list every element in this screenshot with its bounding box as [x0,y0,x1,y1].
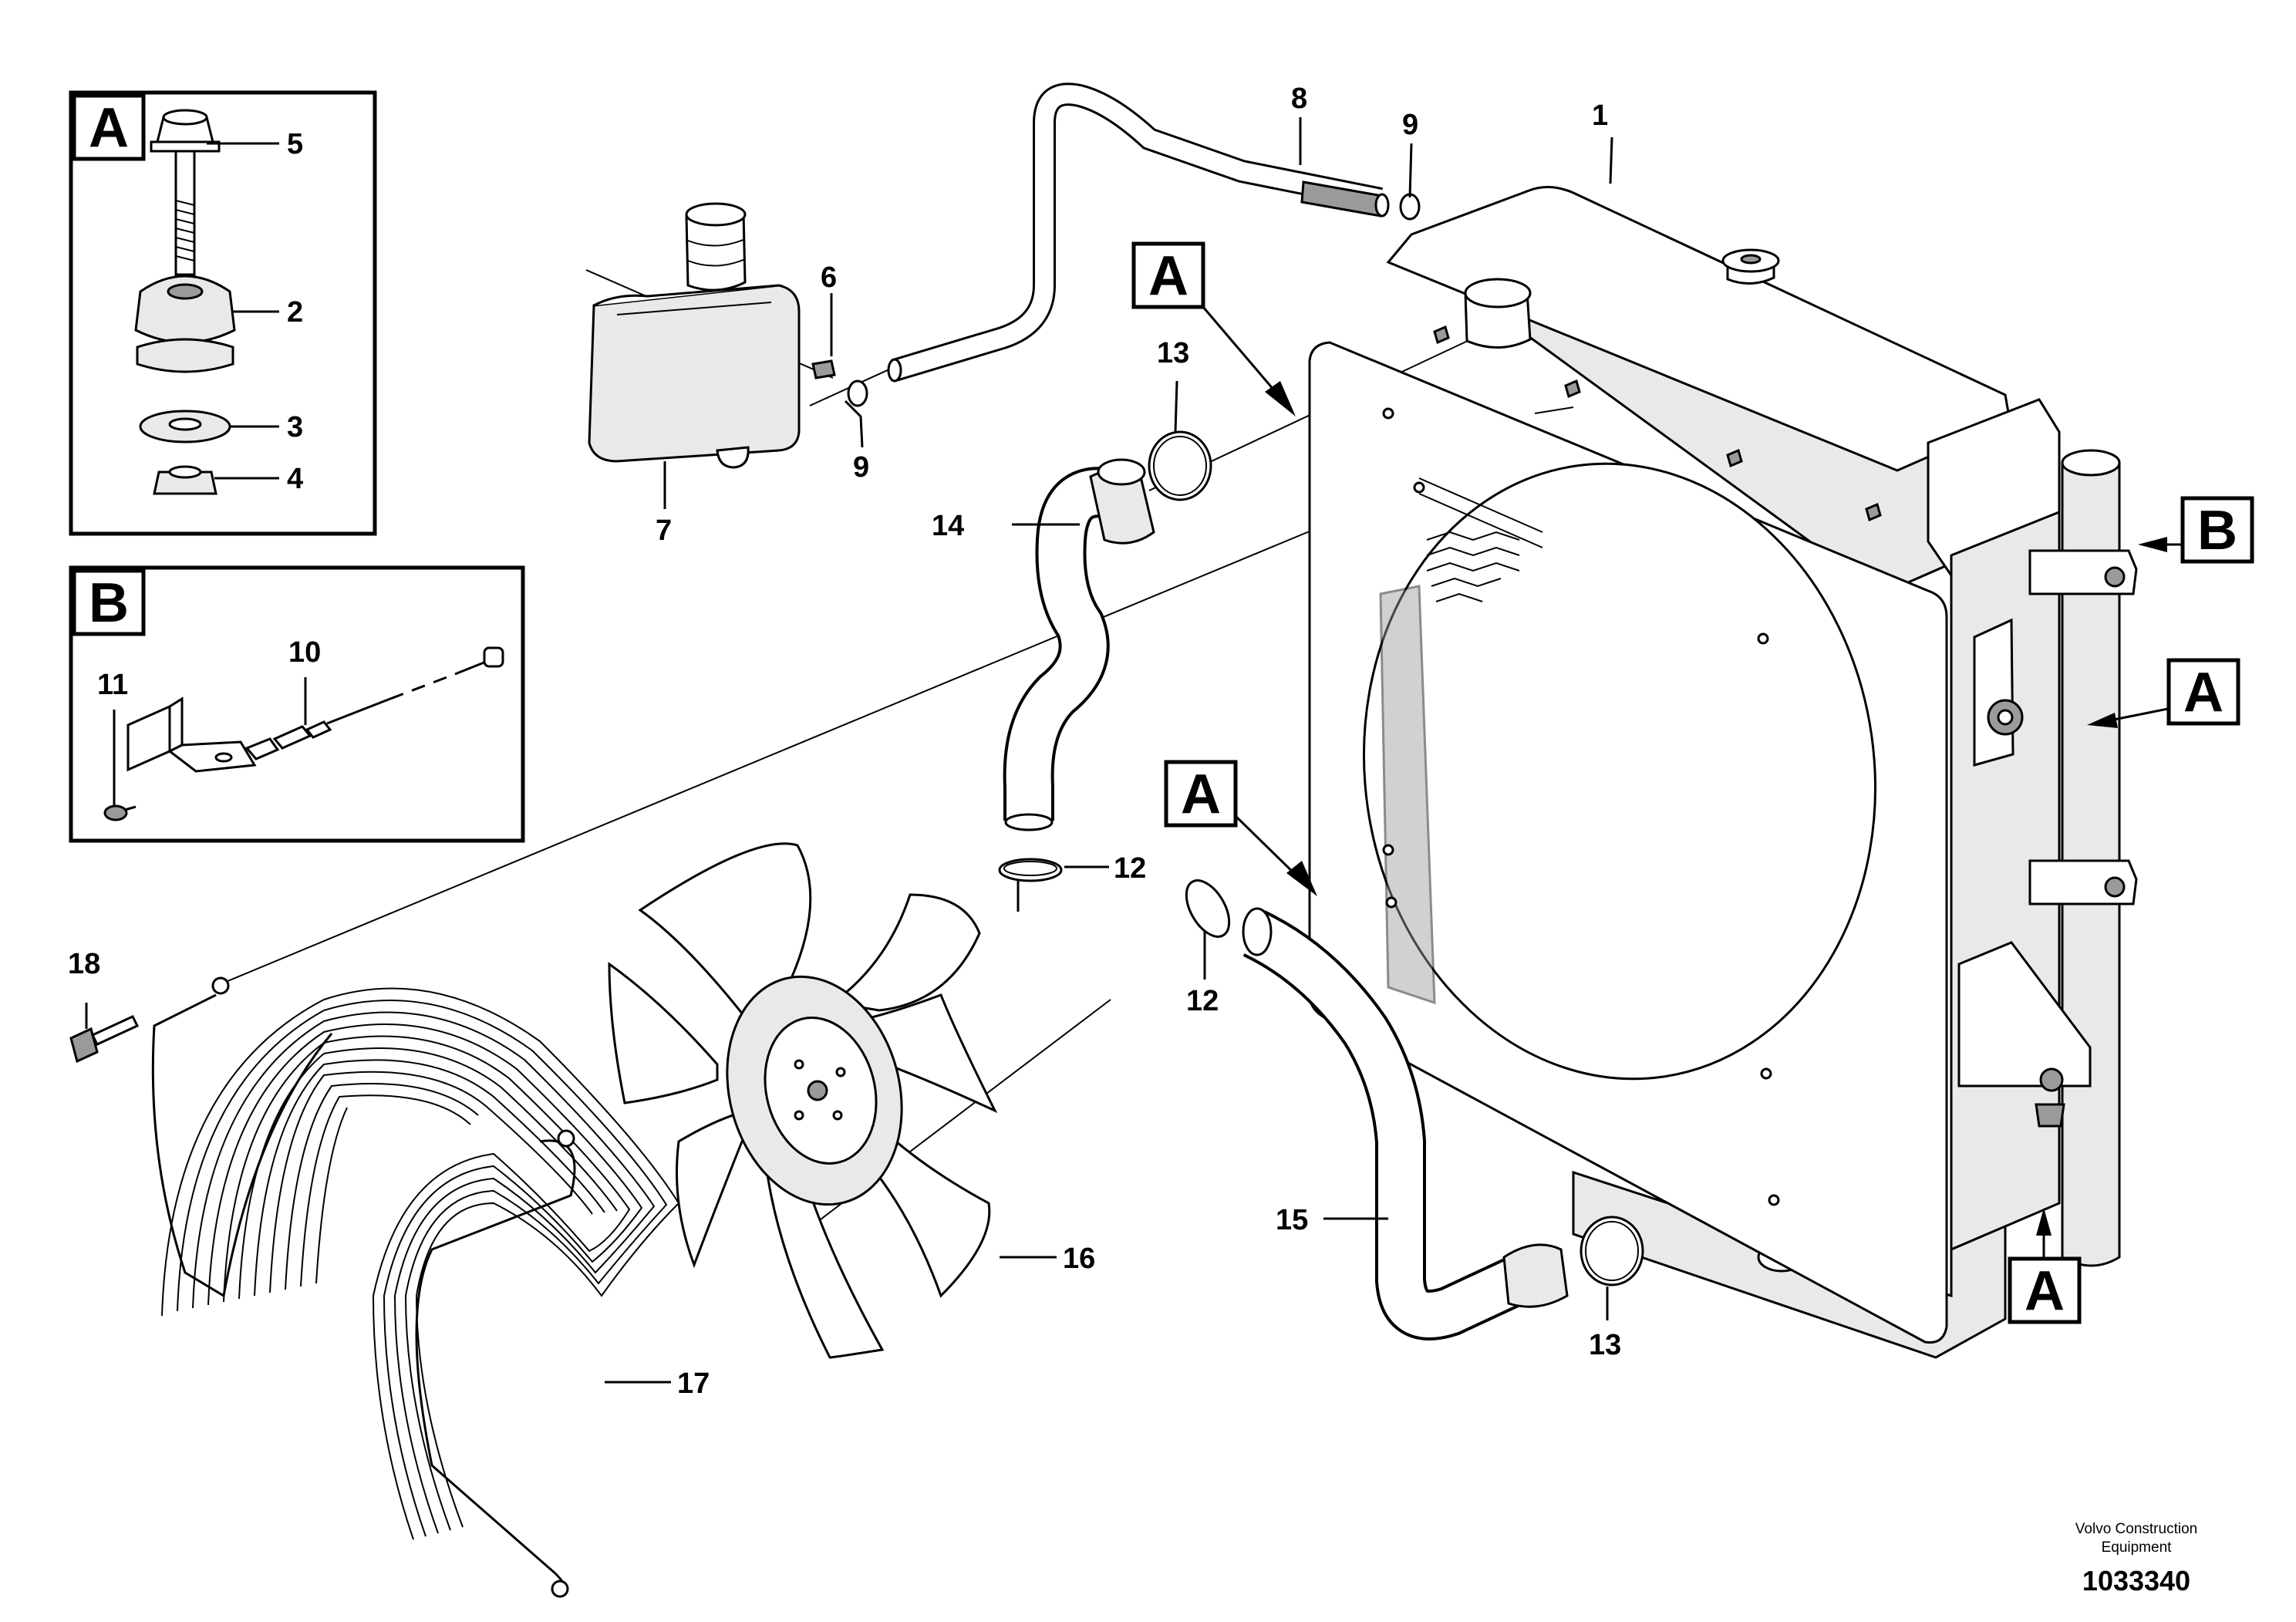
callout-7: 7 [656,514,672,547]
callout-13-top: 13 [1157,337,1189,369]
callout-6: 6 [821,261,837,294]
temperature-sensor-10 [244,646,504,760]
credit-line-1: Volvo Construction [2075,1521,2197,1537]
radiator-assembly [1308,186,2138,1359]
nut-4 [153,465,217,495]
publisher-credit: Volvo Construction Equipment 1033340 [2075,1521,2197,1597]
callout-10: 10 [288,636,321,669]
callout-3: 3 [287,411,303,443]
svg-text:A: A [1181,764,1221,825]
credit-line-2: Equipment [2102,1539,2173,1556]
clamp-9-top [1399,193,1421,221]
callout-11: 11 [97,669,128,701]
view-tag-a-upper: A [1131,241,1205,309]
callout-14: 14 [932,510,964,542]
svg-text:A: A [2183,662,2224,723]
bolt-6 [811,359,836,379]
view-tag-b-right: B [2180,496,2254,564]
svg-text:A: A [2025,1260,2065,1322]
detail-view-a-letter: A [89,97,129,159]
detail-view-b: B 10 11 [69,565,525,843]
callout-9-top: 9 [1402,109,1418,141]
callout-12-right: 12 [1186,985,1219,1017]
view-tag-a-right: A [2166,658,2240,726]
svg-text:B: B [2197,500,2237,561]
view-tag-a-lower: A [1164,760,1238,828]
detail-view-b-letter: B [89,572,129,634]
overflow-hose-8 [887,83,1390,383]
expansion-tank [588,202,801,469]
washer-3 [139,410,231,443]
document-number: 1033340 [2082,1565,2190,1597]
callout-15: 15 [1276,1204,1308,1236]
callout-9-tank: 9 [853,451,869,484]
callout-8: 8 [1291,83,1307,115]
callout-16: 16 [1063,1243,1095,1275]
view-arrows [1192,295,2201,1262]
callout-2: 2 [287,296,303,329]
callout-17: 17 [677,1367,710,1400]
screw-11 [103,804,137,821]
clamp-13-top [1148,430,1212,501]
bracket [126,696,257,773]
clamp-13-bottom [1580,1216,1644,1286]
rubber-mount-2 [134,275,236,373]
clamp-12-left [998,858,1063,882]
view-tag-a-bottom: A [2008,1256,2082,1324]
clamp-12-right [1185,879,1231,938]
callout-4: 4 [287,463,303,495]
callout-1: 1 [1592,99,1608,132]
cooling-fan-16 [608,842,998,1359]
callout-18: 18 [68,948,100,980]
bolt-5 [150,109,221,276]
upper-hose-14 [1003,458,1155,831]
leader-lines [85,117,1613,1384]
callout-5: 5 [287,128,303,160]
callout-numbers: 1 6 9 7 8 9 13 14 12 12 15 13 16 17 18 [68,83,1621,1400]
fan-guard-17 [151,976,680,1598]
callout-13-bottom: 13 [1589,1329,1621,1361]
clamp-9-tank [847,379,868,407]
lower-hose-15 [1242,907,1569,1340]
bolt-18 [69,1015,140,1064]
callout-12-left: 12 [1114,852,1146,885]
svg-text:A: A [1148,245,1188,307]
detail-view-a: A 5 2 3 4 [69,90,377,536]
